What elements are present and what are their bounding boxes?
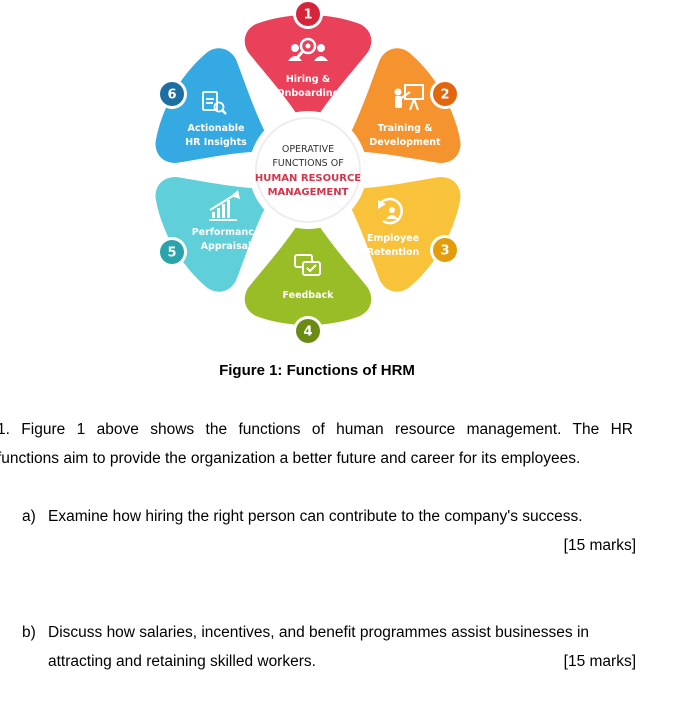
petal-1-label-1: Hiring & bbox=[286, 74, 330, 85]
petal-6-label-2: HR Insights bbox=[185, 137, 247, 148]
part-a-marks: [15 marks] bbox=[563, 537, 636, 554]
petal-1-label-2: Onboarding bbox=[277, 88, 340, 99]
part-b-marks: [15 marks] bbox=[563, 653, 636, 670]
question-part-b: b) Discuss how salaries, incentives, and… bbox=[22, 618, 636, 676]
number-badge-1: 1 bbox=[293, 0, 323, 29]
petal-4-label-1: Feedback bbox=[283, 290, 335, 301]
number-badge-2: 2 bbox=[430, 79, 460, 109]
petal-5-label-2: Appraisal bbox=[201, 241, 252, 252]
hrm-functions-diagram: OPERATIVE FUNCTIONS OF HUMAN RESOURCE MA… bbox=[155, 0, 461, 346]
badge-number-6: 6 bbox=[167, 88, 176, 103]
number-badge-4: 4 bbox=[293, 316, 323, 346]
question-1-line-1: 1. Figure 1 above shows the functions of… bbox=[0, 421, 633, 438]
part-b-line-2: attracting and retaining skilled workers… bbox=[48, 653, 316, 670]
number-badge-6: 6 bbox=[157, 79, 187, 109]
people-search-icon bbox=[288, 37, 328, 61]
center-line-3: HUMAN RESOURCE bbox=[255, 173, 361, 184]
presentation-icon bbox=[394, 84, 424, 111]
center-line-4: MANAGEMENT bbox=[268, 187, 349, 198]
number-badge-3: 3 bbox=[430, 235, 460, 265]
badge-number-3: 3 bbox=[440, 244, 449, 259]
question-1-line-2: functions aim to provide the organizatio… bbox=[0, 450, 581, 467]
badge-number-1: 1 bbox=[303, 8, 312, 23]
figure-caption: Figure 1: Functions of HRM bbox=[219, 362, 415, 379]
question-part-a: a) Examine how hiring the right person c… bbox=[22, 502, 636, 560]
petal-5 bbox=[155, 177, 276, 292]
petal-2-label-1: Training & bbox=[378, 123, 433, 134]
center-line-1: OPERATIVE bbox=[282, 144, 334, 155]
petal-5-label-1: Performance bbox=[192, 227, 261, 238]
part-a-letter: a) bbox=[22, 508, 36, 525]
petal-3-label-2: Retention bbox=[367, 247, 420, 258]
part-b-line-1: Discuss how salaries, incentives, and be… bbox=[48, 624, 590, 641]
petal-3-label-1: Employee bbox=[367, 233, 419, 244]
badge-number-5: 5 bbox=[167, 246, 176, 261]
center-line-2: FUNCTIONS OF bbox=[272, 158, 343, 169]
report-analysis-icon bbox=[202, 91, 227, 115]
petal-2-label-2: Development bbox=[369, 137, 441, 148]
part-b-letter: b) bbox=[22, 624, 36, 641]
center-hub bbox=[249, 111, 367, 229]
growth-chart-icon bbox=[209, 190, 240, 221]
number-badge-5: 5 bbox=[157, 237, 187, 267]
petal-3 bbox=[340, 177, 461, 292]
badge-number-2: 2 bbox=[440, 88, 449, 103]
part-a-text: Examine how hiring the right person can … bbox=[48, 508, 583, 525]
petal-1 bbox=[244, 15, 372, 132]
chat-check-icon bbox=[294, 254, 321, 276]
petal-6-label-1: Actionable bbox=[188, 123, 245, 134]
question-1: 1. Figure 1 above shows the functions of… bbox=[0, 415, 636, 473]
retention-cycle-icon bbox=[378, 197, 403, 225]
badge-number-4: 4 bbox=[303, 325, 312, 340]
